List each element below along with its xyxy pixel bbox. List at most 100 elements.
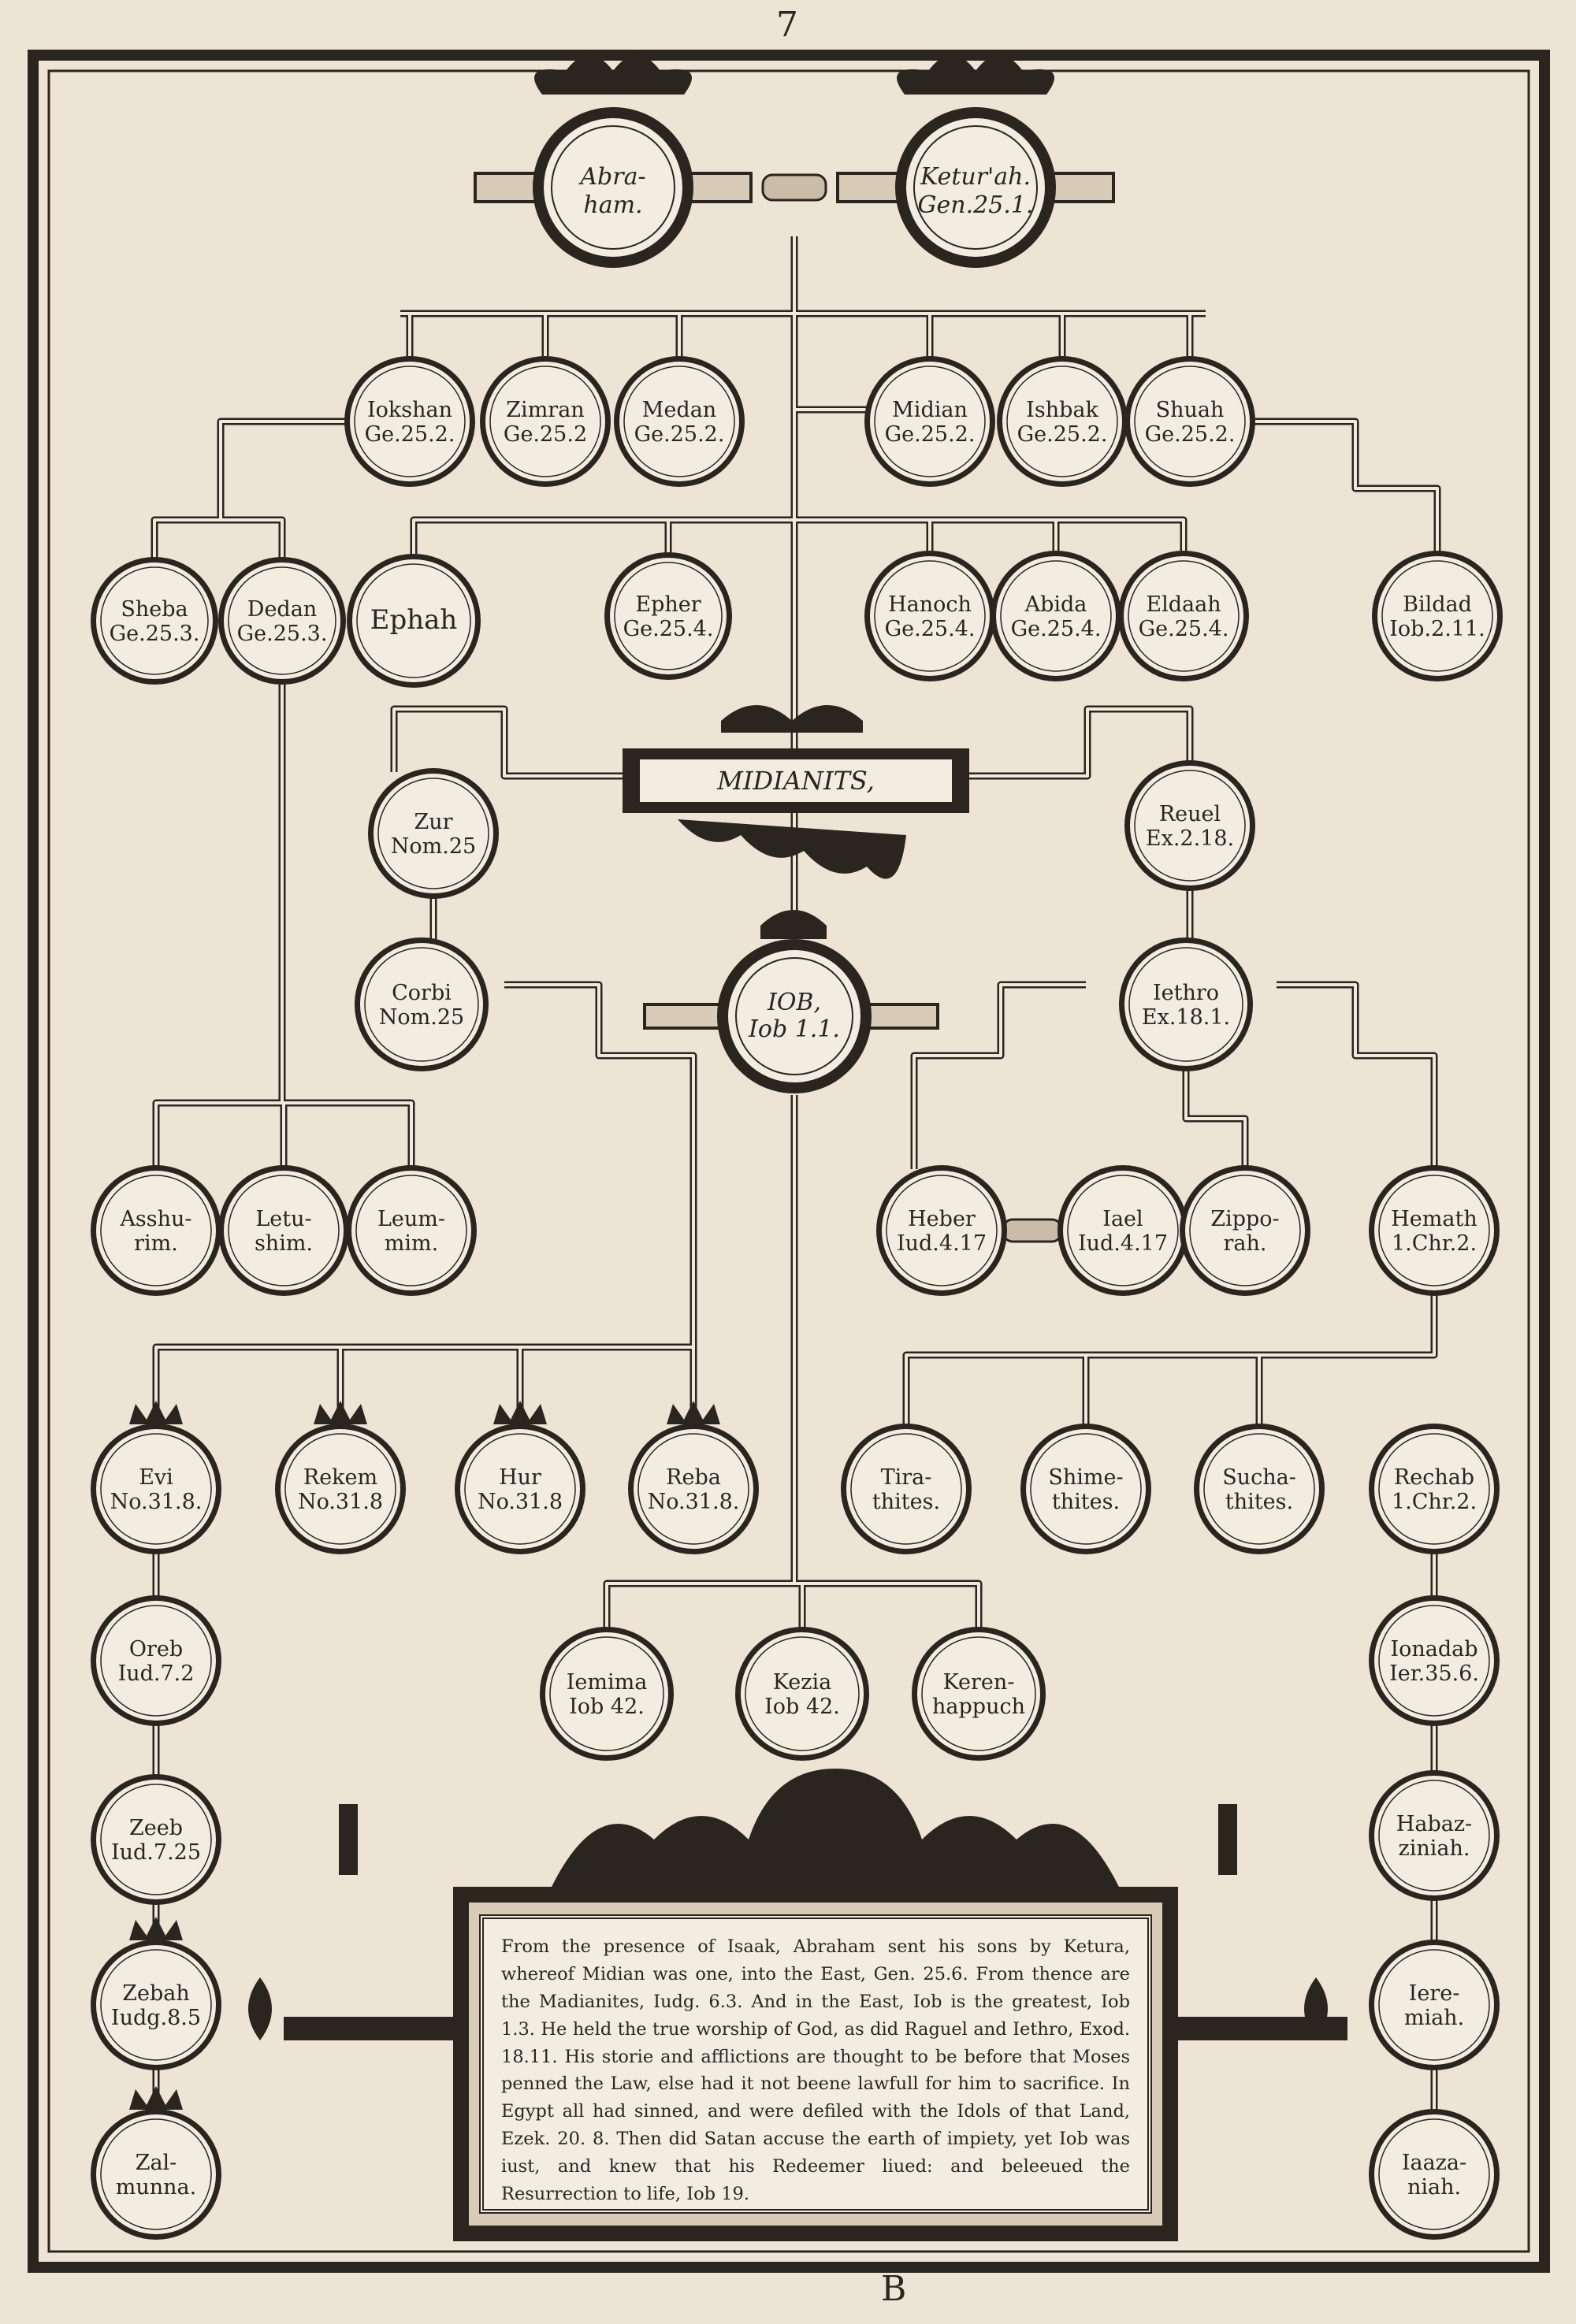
connector-line-inner [1251,420,1439,555]
abraham-medallion: Abra-ham. [474,55,753,268]
page-number: 7 [776,5,798,45]
connector-line-inner [905,1292,1436,1427]
node-inner-ring [364,947,479,1062]
node-face [1377,556,1497,676]
node-face [96,1171,216,1290]
node-inner-ring [921,1636,1036,1751]
node-face [1063,1171,1183,1290]
candle-icon [1218,1804,1237,1875]
node-inner-ring [1378,1949,1490,2061]
node-inner-ring [1134,770,1246,882]
node-inner-ring [1378,1175,1490,1286]
person-label: Ephah [370,604,458,636]
node-face [846,1429,966,1549]
node-inner-ring [489,366,601,477]
node-face [1124,556,1243,676]
node-face [1374,1429,1494,1549]
node-inner-ring [1067,1175,1179,1286]
node-inner-ring [100,1605,212,1717]
node-inner-ring [614,562,723,670]
person-leummim: Leum-mim. [346,1165,477,1296]
node-face [374,774,493,893]
node-face [1374,1601,1494,1721]
midianites-label: MIDIANITS, [716,766,875,796]
scroll-crest-icon [534,55,692,95]
node-face [619,362,739,481]
node-inner-ring [228,1175,340,1286]
connector-line [902,1292,1438,1427]
connector-line-inner [913,983,1086,1169]
cartouche-face [640,759,952,802]
node-inner-ring [100,2118,212,2230]
person-jeremiah: Iere-miah. [1369,1940,1500,2070]
node-inner-ring [1378,2118,1490,2230]
node-inner-ring [1378,1433,1490,1545]
node-face [870,556,990,676]
job-crest-icon [760,910,827,939]
node-face [1130,362,1250,481]
node-face [917,1632,1040,1755]
node-inner-ring [745,1636,860,1751]
node-face [96,1945,216,2065]
connector-line [152,1343,697,1427]
node-face [882,1171,1002,1290]
node-face [870,362,990,481]
node-face [281,1429,400,1549]
node-face [360,943,483,1066]
connector-line-inner [221,518,284,561]
medallion-face [906,118,1045,257]
node-face [224,1171,344,1290]
node-inner-ring [100,1175,212,1286]
node-inner-ring [850,1433,962,1545]
person-label: Leum-mim. [377,1207,445,1256]
midianites-cartouche: MIDIANITS, [623,705,969,879]
person-asshurim: Asshu-rim. [91,1165,221,1296]
node-face [351,1171,471,1290]
node-inner-ring [100,1949,212,2061]
node-face [96,2114,216,2234]
node-face [96,1601,216,1721]
connector-line-inner [1277,983,1436,1169]
node-face [485,362,605,481]
crown-icon [129,1917,183,1940]
person-label: Habaz-ziniah. [1396,1812,1472,1861]
connector-line-inner [154,1346,695,1427]
inner-border [47,69,1530,2253]
node-inner-ring [886,1175,998,1286]
connector-line [152,681,286,1169]
node-face [1130,766,1250,885]
node-face [1124,943,1247,1066]
connector-line-inner [153,420,348,561]
crown-icon [314,1401,367,1424]
node-face [460,1429,580,1549]
node-inner-ring [464,1433,576,1545]
person-letushim: Letu-shim. [218,1165,349,1296]
medallion-inner-ring [551,125,675,250]
connector-line-inner [156,1101,413,1169]
